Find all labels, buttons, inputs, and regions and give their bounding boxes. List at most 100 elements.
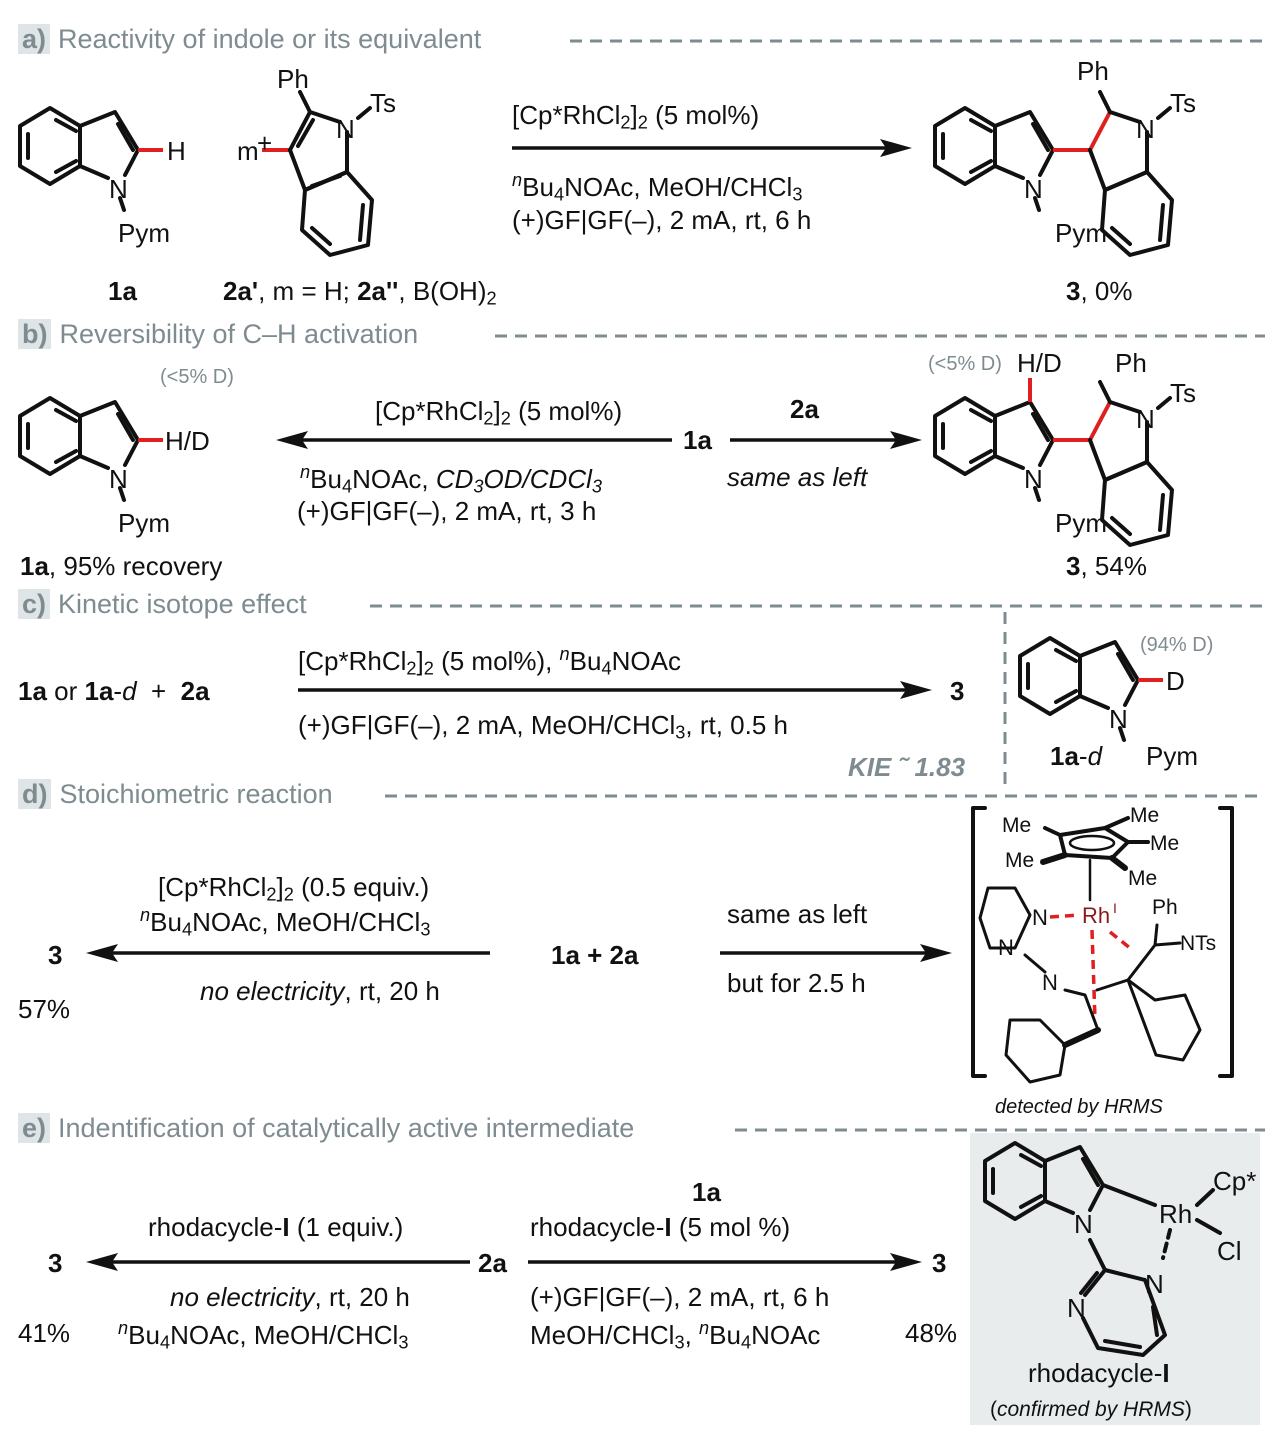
catalyst-note: (confirmed by HRMS) [990, 1398, 1192, 1421]
product-3-structure-b: N Pym H/D Ph N Ts [933, 348, 1196, 547]
same-as-left-b: same as left [727, 462, 868, 492]
arrow-a-head [880, 139, 912, 157]
svg-text:Me: Me [1128, 867, 1157, 890]
svg-text:Pym: Pym [118, 218, 170, 248]
indole-1a-structure: N H Pym [18, 106, 186, 248]
reagent-1a-e: 1a [692, 1177, 721, 1207]
svg-text:Pym: Pym [1146, 741, 1198, 771]
svg-text:Me: Me [1150, 832, 1179, 855]
same-as-left-d: same as left [727, 899, 868, 929]
svg-text:Ts: Ts [1170, 88, 1196, 118]
conditions-b-line1: [Cp*RhCl2]2 (5 mol%) [375, 396, 623, 429]
svg-text:Pym: Pym [118, 508, 170, 538]
svg-text:N: N [1042, 970, 1058, 995]
svg-text:N: N [1032, 905, 1048, 930]
section-d-header: d)Stoichiometric reaction [18, 779, 333, 810]
plus-sign: + [257, 128, 273, 158]
intermediate-note: detected by HRMS [995, 1096, 1163, 1118]
svg-text:Me: Me [1005, 849, 1034, 872]
svg-text:Me: Me [1002, 814, 1031, 837]
svg-text:Ph: Ph [1077, 56, 1109, 86]
svg-text:N: N [1024, 464, 1043, 494]
compound-label-2a: 2a', m = H; 2a'', B(OH)2 [223, 276, 497, 309]
rh-intermediate-structure: Me Me Me Me Me Rh I N N N Ph NTs [971, 804, 1234, 1084]
svg-text:I: I [1113, 900, 1117, 916]
conditions-d-line2: nBu4NOAc, MeOH/CHCl3 [140, 905, 431, 940]
conditions-a-line3: (+)GF|GF(–), 2 mA, rt, 6 h [512, 205, 812, 235]
arrow-d-right-head [920, 944, 952, 962]
svg-text:Ts: Ts [370, 88, 396, 118]
svg-text:N: N [336, 114, 355, 144]
svg-text:H/D: H/D [165, 426, 210, 456]
conditions-e-right-line3: MeOH/CHCl3, nBu4NOAc [530, 1318, 821, 1353]
product-3-e-right: 3 [932, 1248, 947, 1278]
conditions-e-left-line3: nBu4NOAc, MeOH/CHCl3 [118, 1318, 409, 1353]
arrow-c-head [900, 681, 932, 699]
section-c-header: c)Kinetic isotope effect [18, 589, 307, 620]
svg-text:N: N [1074, 1209, 1093, 1239]
arrow-b-left-head [276, 431, 308, 449]
deuterium-note-c: (94% D) [1140, 634, 1214, 656]
product-3-yield-b: 3, 54% [1066, 551, 1147, 581]
deuterium-note-right: (<5% D) [928, 353, 1002, 375]
indole-1a-structure-b: N H/D Pym [18, 396, 210, 538]
conditions-e-right-line2: (+)GF|GF(–), 2 mA, rt, 6 h [530, 1282, 830, 1312]
svg-text:Pym: Pym [1055, 218, 1107, 248]
svg-text:Rh: Rh [1082, 903, 1110, 928]
conditions-c-line2: (+)GF|GF(–), 2 mA, MeOH/CHCl3, rt, 0.5 h [298, 710, 789, 743]
deuterium-note-left: (<5% D) [160, 366, 234, 388]
conditions-a-line1: [Cp*RhCl2]2 (5 mol%) [512, 100, 760, 133]
yield-d: 57% [18, 994, 71, 1024]
reagent-2a-b: 2a [790, 394, 819, 424]
yield-e-left: 41% [18, 1318, 71, 1348]
center-1a-b: 1a [683, 425, 712, 455]
svg-text:H/D: H/D [1017, 348, 1062, 378]
conditions-d-line3: no electricity, rt, 20 h [200, 976, 440, 1006]
arrow-d-left-head [86, 944, 118, 962]
indole-1a-d-structure: N D Pym [1018, 636, 1198, 771]
svg-text:Pym: Pym [1055, 508, 1107, 538]
svg-text:N: N [1067, 1293, 1086, 1323]
product-3-structure-a: N Pym Ph N Ts [933, 56, 1196, 257]
compound-label-1a: 1a [108, 276, 137, 306]
svg-text:H: H [167, 136, 186, 166]
conditions-e-left-line1: rhodacycle-I (1 equiv.) [148, 1212, 404, 1242]
conditions-c-line1: [Cp*RhCl2]2 (5 mol%), nBu4NOAc [298, 644, 681, 679]
center-2a-e: 2a [478, 1248, 507, 1278]
but-for-d: but for 2.5 h [727, 968, 866, 998]
svg-text:N: N [1024, 174, 1043, 204]
catalyst-name: rhodacycle-I [1028, 1358, 1170, 1388]
svg-text:N: N [1136, 404, 1155, 434]
conditions-b-line2: nBu4NOAc, CD3OD/CDCl3 [300, 462, 603, 497]
product-3-c: 3 [950, 676, 965, 706]
reactants-d: 1a + 2a [551, 940, 639, 970]
svg-text:Ph: Ph [1152, 896, 1178, 919]
section-a-header: a)Reactivity of indole or its equivalent [18, 24, 481, 55]
product-3-yield-a: 3, 0% [1066, 276, 1133, 306]
svg-text:Cl: Cl [1217, 1236, 1242, 1266]
arrow-b-right-head [890, 431, 922, 449]
kie-value: KIE ˜ 1.83 [848, 752, 966, 782]
compound-label-1a-d: 1a-d [1050, 741, 1103, 771]
section-b-header: b)Reversibility of C–H activation [18, 319, 418, 350]
svg-text:Ph: Ph [1115, 348, 1147, 378]
conditions-e-left-line2: no electricity, rt, 20 h [170, 1282, 410, 1312]
yield-e-right: 48% [905, 1318, 958, 1348]
svg-text:N: N [109, 174, 128, 204]
conditions-a-line2: nBu4NOAc, MeOH/CHCl3 [512, 170, 803, 205]
product-3-d: 3 [48, 940, 63, 970]
svg-text:N: N [1136, 114, 1155, 144]
svg-text:m: m [237, 136, 259, 166]
svg-text:Ph: Ph [277, 64, 309, 94]
rhodacycle-structure: Rh Cp* Cl N N N [983, 1141, 1256, 1357]
svg-text:N: N [1109, 704, 1128, 734]
section-e-header: e)Indentification of catalytically activ… [18, 1113, 634, 1144]
svg-text:Ts: Ts [1170, 378, 1196, 408]
product-3-e-left: 3 [48, 1248, 63, 1278]
svg-text:D: D [1166, 666, 1185, 696]
svg-text:N: N [998, 935, 1014, 960]
svg-text:N: N [1145, 1269, 1164, 1299]
conditions-d-line1: [Cp*RhCl2]2 (0.5 equiv.) [158, 872, 430, 905]
svg-text:Cp*: Cp* [1213, 1166, 1256, 1196]
